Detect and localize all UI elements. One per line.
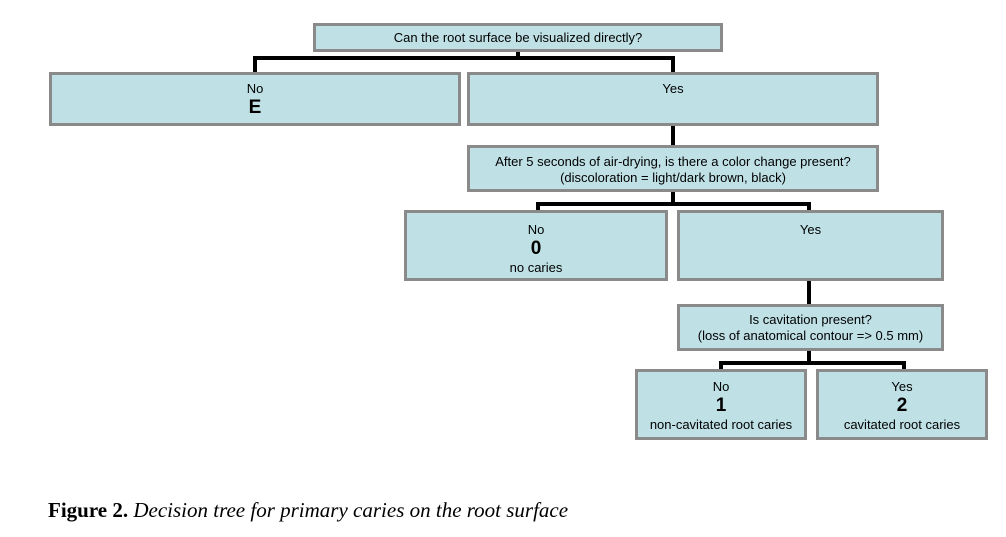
connector-q2-no-drop (536, 202, 540, 212)
score-description: cavitated root caries (843, 417, 961, 432)
question-root-visualized: Can the root surface be visualized direc… (313, 23, 723, 52)
figure-caption: Figure 2. Decision tree for primary cari… (48, 498, 568, 523)
connector-q3-bar (719, 361, 906, 365)
connector-q2-bar (536, 202, 811, 206)
connector-q2-stem (671, 190, 675, 204)
connector-q3-stem (807, 349, 811, 363)
question-subtext: (discoloration = light/dark brown, black… (560, 170, 786, 185)
score-description: no caries (509, 260, 563, 275)
answer-label: Yes (662, 81, 684, 96)
answer-label: No (712, 379, 730, 394)
connector-q2-yes-drop (807, 202, 811, 212)
connector-yes2-to-q3 (807, 279, 811, 306)
connector-q3-yes-drop (902, 361, 906, 371)
score-code: 2 (896, 395, 908, 416)
question-text: After 5 seconds of air-drying, is there … (495, 154, 851, 169)
question-text: Is cavitation present? (749, 312, 872, 327)
connector-yes1-to-q2 (671, 124, 675, 147)
connector-q1-yes-drop (671, 56, 675, 74)
answer-label: No (527, 222, 545, 237)
connector-q1-no-drop (253, 56, 257, 74)
score-description: non-cavitated root caries (649, 417, 793, 432)
answer-yes-visualized: Yes (467, 72, 879, 126)
caption-text: Decision tree for primary caries on the … (133, 498, 569, 522)
question-subtext: (loss of anatomical contour => 0.5 mm) (697, 328, 924, 343)
answer-label: Yes (891, 379, 913, 394)
score-code: 1 (715, 395, 727, 416)
score-code: E (248, 97, 262, 118)
connector-q3-no-drop (719, 361, 723, 371)
question-text: Can the root surface be visualized direc… (393, 30, 643, 45)
question-color-change: After 5 seconds of air-drying, is there … (467, 145, 879, 192)
answer-label: No (246, 81, 264, 96)
answer-yes-cavitation: Yes 2 cavitated root caries (816, 369, 988, 440)
answer-label: Yes (799, 222, 822, 237)
caption-label: Figure 2. (48, 498, 129, 522)
question-cavitation: Is cavitation present? (loss of anatomic… (677, 304, 944, 351)
connector-q1-bar (253, 56, 675, 60)
answer-no-color-change: No 0 no caries (404, 210, 668, 281)
score-code: 0 (530, 238, 542, 259)
connector-q1-stem (516, 50, 520, 58)
answer-yes-color-change: Yes (677, 210, 944, 281)
answer-no-cavitation: No 1 non-cavitated root caries (635, 369, 807, 440)
answer-no-not-visualized: No E (49, 72, 461, 126)
